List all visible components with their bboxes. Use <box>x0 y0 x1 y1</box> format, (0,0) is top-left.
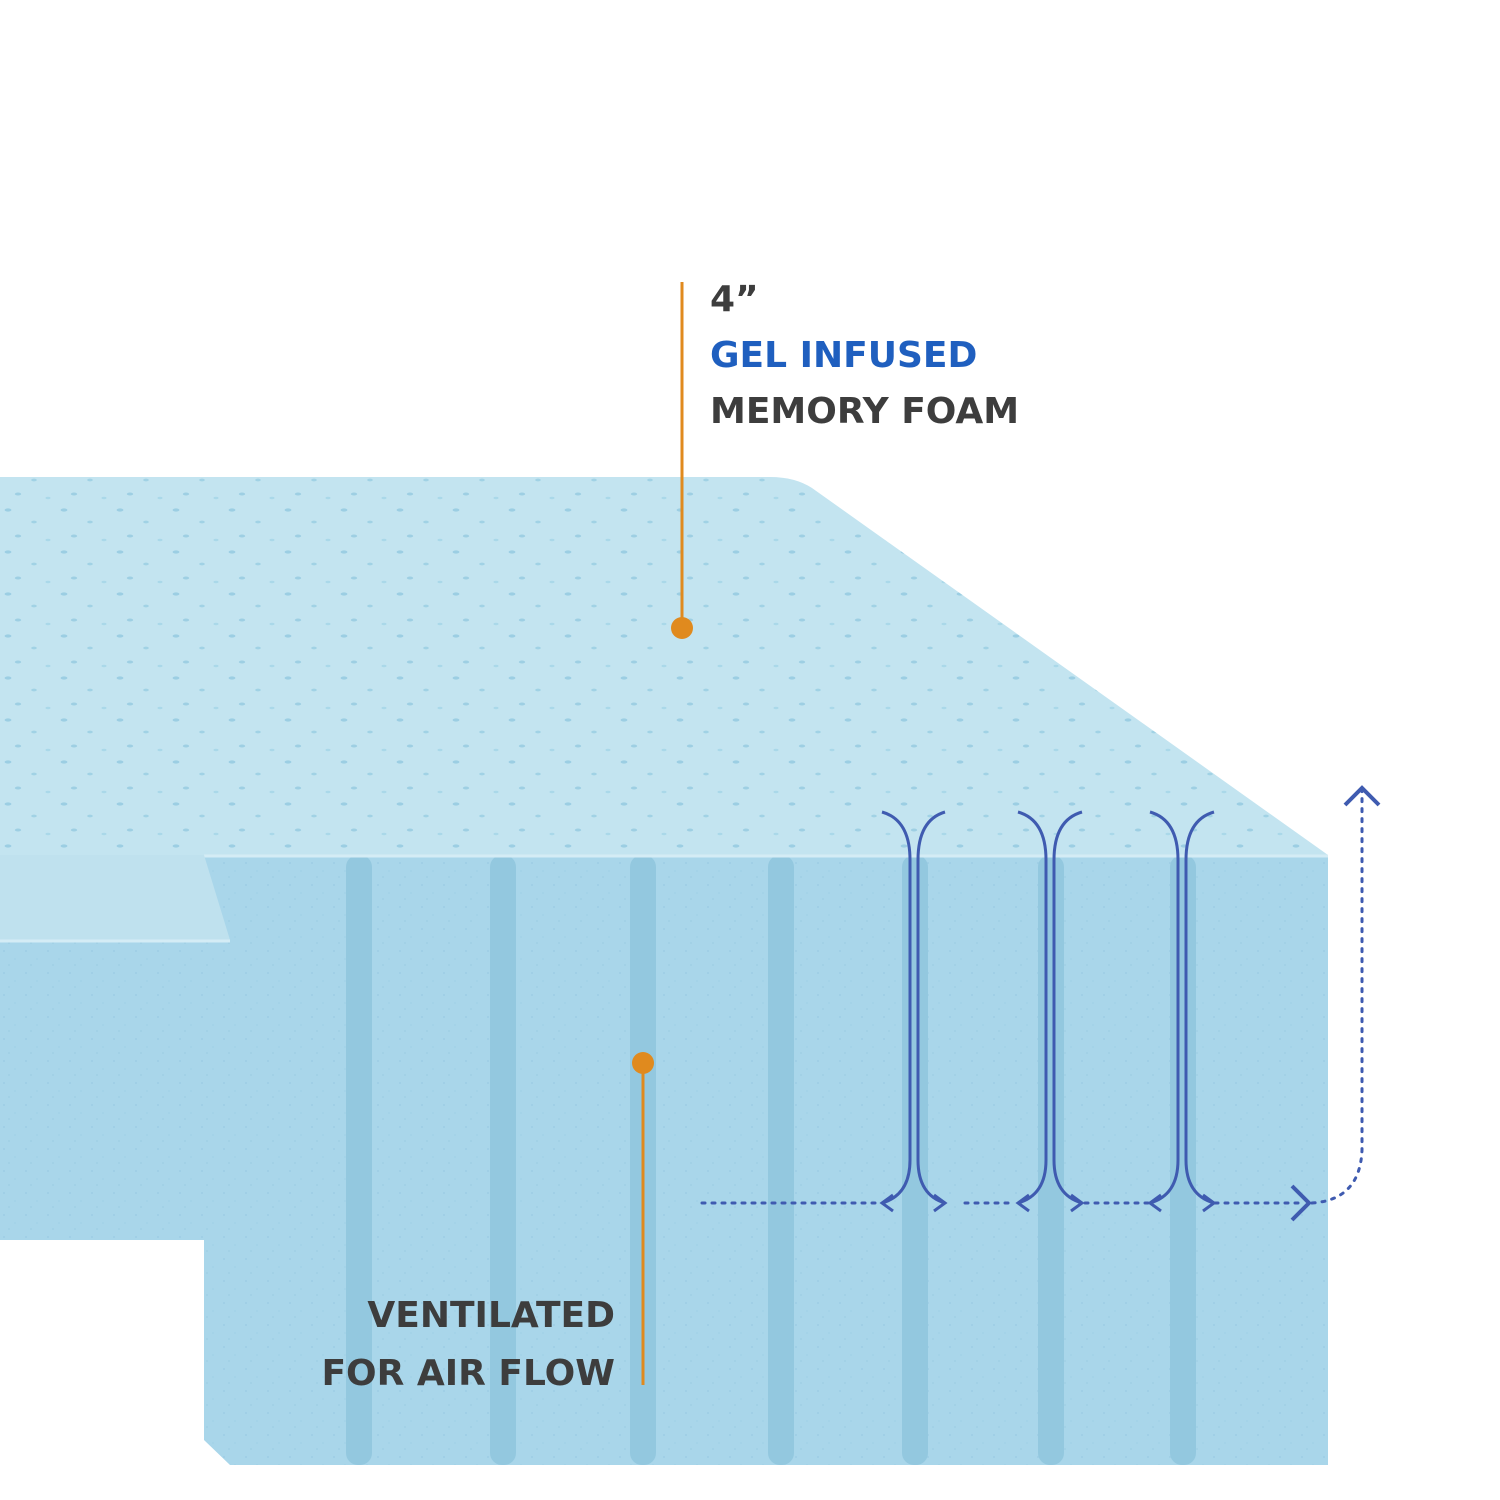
ventilated-label: VENTILATED <box>367 1295 615 1336</box>
top-callout: 4” GEL INFUSED MEMORY FOAM <box>710 282 1019 450</box>
top-leader <box>671 282 693 639</box>
airflow-arrows <box>700 785 1381 1222</box>
bottom-leader <box>632 1052 654 1385</box>
memory-foam-label: MEMORY FOAM <box>710 391 1020 432</box>
bottom-callout: VENTILATED FOR AIR FLOW <box>321 1298 615 1414</box>
bottom-leader-dot <box>632 1052 654 1074</box>
airflow-up-chevron <box>1343 785 1381 807</box>
groove <box>1170 855 1196 1465</box>
airflow-right-chevron <box>1290 1184 1312 1222</box>
groove <box>346 855 372 1465</box>
air-flow-label: FOR AIR FLOW <box>321 1353 615 1394</box>
groove <box>902 855 928 1465</box>
thickness-label: 4” <box>710 279 759 320</box>
groove <box>768 855 794 1465</box>
groove <box>490 855 516 1465</box>
groove <box>1038 855 1064 1465</box>
gel-infused-label: GEL INFUSED <box>710 335 978 376</box>
top-leader-dot <box>671 617 693 639</box>
foam-front-block <box>0 855 230 1240</box>
